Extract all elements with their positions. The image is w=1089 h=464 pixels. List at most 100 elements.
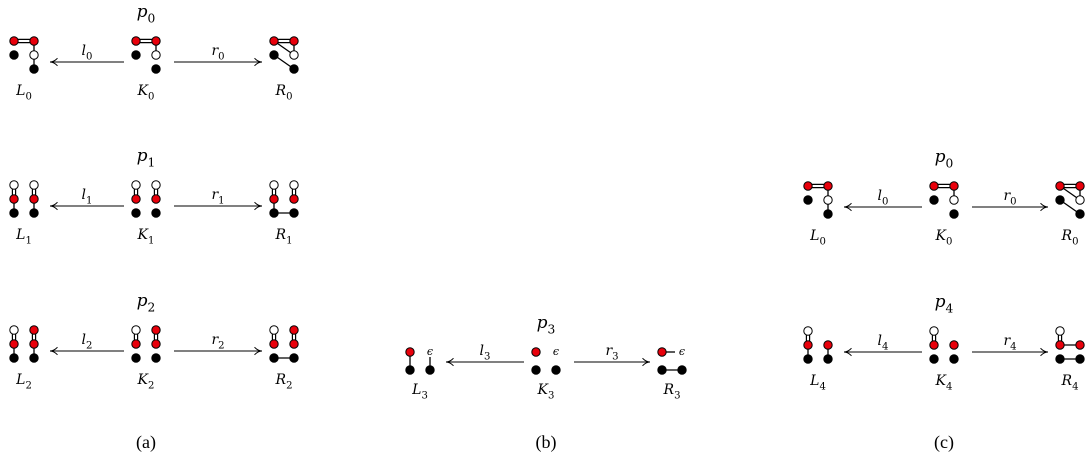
black-node	[657, 365, 667, 375]
graph-label-base: R	[663, 382, 675, 398]
red-node	[823, 181, 833, 191]
white-node	[9, 180, 19, 190]
red-node	[9, 194, 19, 204]
rule-name-sub: 2	[148, 300, 156, 314]
red-node	[151, 325, 161, 335]
graph-K0	[131, 36, 161, 74]
red-node	[269, 339, 279, 349]
graph-label-base: L	[809, 228, 819, 244]
black-node	[151, 64, 161, 74]
black-node	[405, 365, 415, 375]
black-node	[151, 208, 161, 218]
graph-K3: ϵ	[531, 345, 561, 375]
red-node	[151, 36, 161, 46]
morphism-label-l: l2	[82, 332, 93, 351]
rule-name: p3	[537, 313, 556, 336]
graph-label: K1	[137, 227, 155, 246]
morphism-label-l-base: l	[878, 188, 882, 204]
red-node	[405, 347, 415, 357]
graph-label-sub: 0	[25, 91, 31, 102]
graph-label-sub: 4	[1072, 381, 1078, 392]
morphism-label-r: r2	[211, 332, 224, 351]
black-node	[531, 365, 541, 375]
white-node	[9, 325, 19, 335]
graph-label-base: L	[809, 373, 819, 389]
graph-label-sub: 0	[286, 91, 292, 102]
graph-label-sub: 0	[1072, 236, 1078, 247]
red-node	[269, 36, 279, 46]
red-node	[1055, 340, 1065, 350]
black-node	[289, 208, 299, 218]
panel-caption: (b)	[536, 432, 557, 453]
red-node	[823, 340, 833, 350]
morphism-label-l: l3	[480, 343, 491, 362]
graph-R0	[1055, 181, 1085, 219]
red-node	[1075, 181, 1085, 191]
rule-name-base: p	[935, 147, 946, 167]
black-node	[9, 353, 19, 363]
rule-name-base: p	[137, 2, 148, 22]
graph-label-base: R	[1061, 228, 1073, 244]
panel-caption: (a)	[136, 432, 156, 453]
graph-label: R0	[1061, 228, 1079, 247]
graph-label-base: R	[275, 83, 287, 99]
graph-label-base: L	[15, 372, 25, 388]
white-node	[131, 180, 141, 190]
rule-name-sub: 4	[946, 301, 954, 315]
red-node	[289, 194, 299, 204]
white-node	[151, 50, 161, 60]
morphism-label-l-sub: 0	[882, 196, 888, 207]
morphism-label-l-sub: 4	[882, 341, 888, 352]
epsilon-label: ϵ	[679, 345, 685, 358]
graph-label-sub: 4	[946, 381, 952, 392]
graph-label-sub: 0	[148, 91, 154, 102]
morphism-label-l: l0	[878, 188, 889, 207]
red-node	[29, 194, 39, 204]
red-node	[929, 340, 939, 350]
graph-label-sub: 2	[148, 380, 154, 391]
black-node	[269, 50, 279, 60]
red-node	[9, 36, 19, 46]
black-node	[803, 195, 813, 205]
red-node	[29, 339, 39, 349]
red-node	[1055, 181, 1065, 191]
graph-label-base: K	[137, 83, 150, 99]
morphism-label-l: l1	[82, 187, 93, 206]
black-node	[929, 354, 939, 364]
graph-label-sub: 4	[819, 381, 825, 392]
black-node	[823, 209, 833, 219]
red-node	[289, 36, 299, 46]
black-node	[29, 208, 39, 218]
white-node	[29, 50, 39, 60]
red-node	[657, 347, 667, 357]
graph-K2	[131, 325, 161, 363]
red-node	[949, 181, 959, 191]
white-node	[823, 195, 833, 205]
red-node	[803, 181, 813, 191]
morphism-label-r: r1	[211, 187, 224, 206]
graph-label-sub: 2	[286, 380, 292, 391]
graph-label-base: K	[137, 372, 150, 388]
red-node	[269, 194, 279, 204]
morphism-label-l-base: l	[878, 333, 882, 349]
morphism-label-r: r4	[1003, 333, 1016, 352]
red-node	[131, 339, 141, 349]
red-node	[131, 194, 141, 204]
white-node	[1055, 326, 1065, 336]
graph-label: L0	[809, 228, 826, 247]
graph-L0	[9, 36, 39, 74]
black-node	[289, 64, 299, 74]
graph-label: L4	[809, 373, 826, 392]
graph-K1	[131, 180, 161, 218]
morphism-label-l-base: l	[82, 332, 86, 348]
morphism-label-l-sub: 2	[86, 340, 92, 351]
morphism-label-l-sub: 3	[484, 351, 490, 362]
graph-label: K0	[137, 83, 155, 102]
graph-label-base: K	[537, 382, 550, 398]
graph-L3: ϵ	[405, 345, 435, 375]
black-node	[131, 353, 141, 363]
black-node	[269, 208, 279, 218]
